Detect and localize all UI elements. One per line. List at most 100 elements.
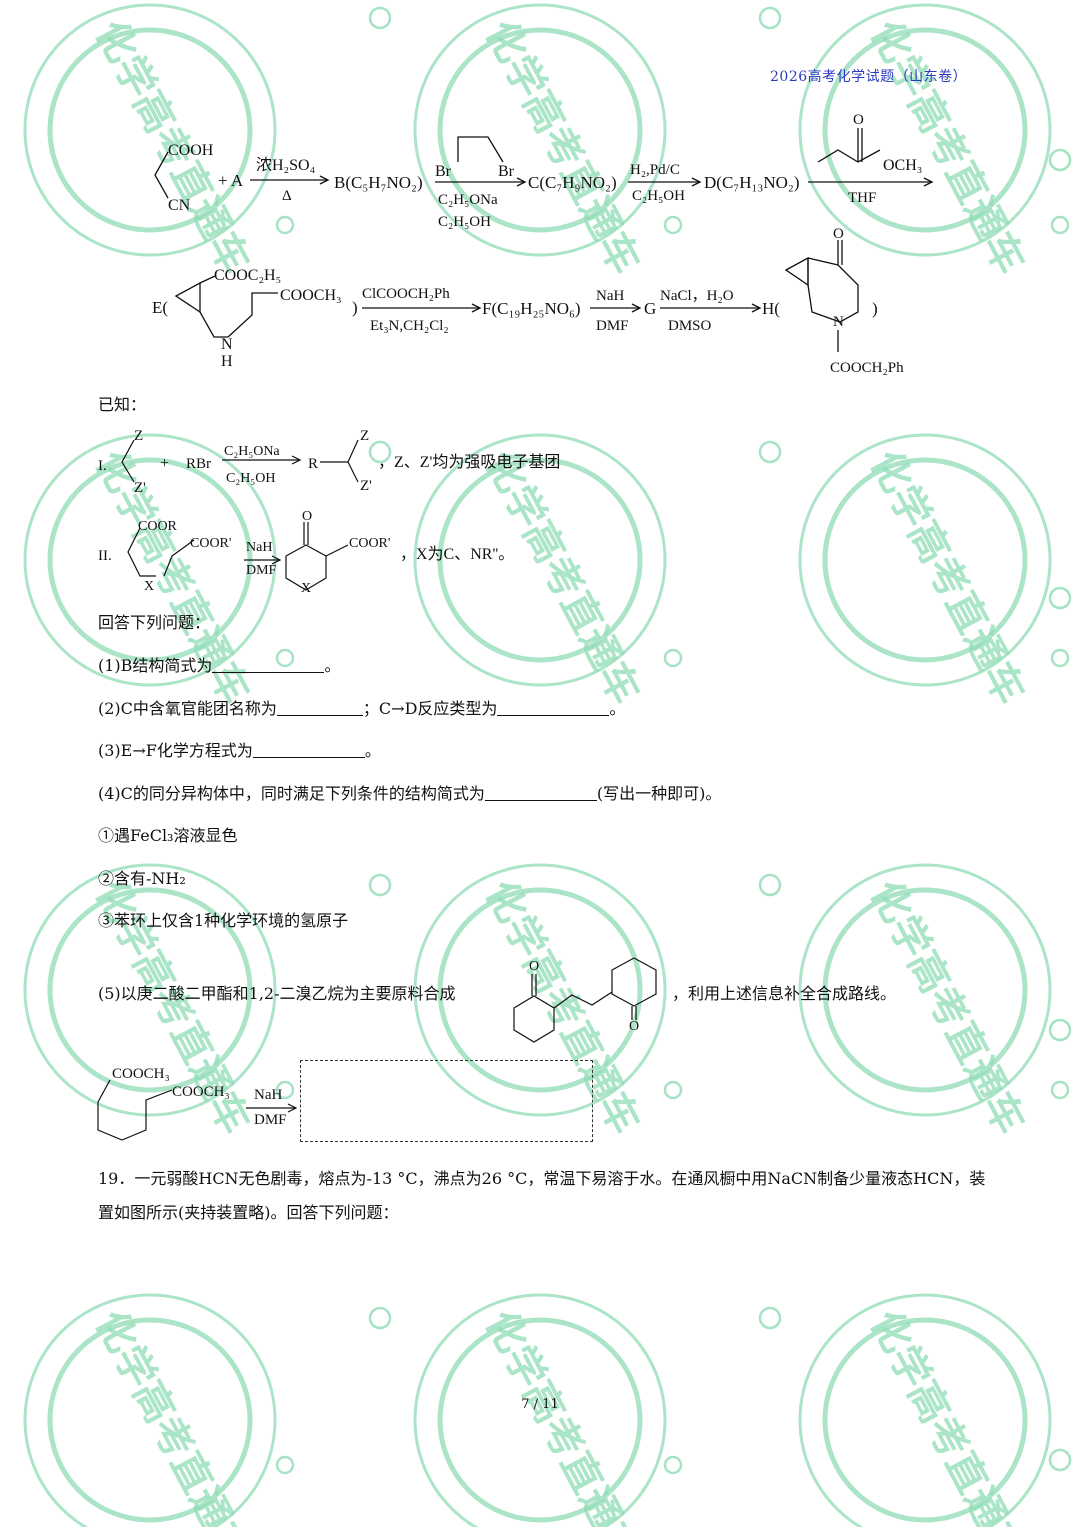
question-2-end: 。 [609,699,626,718]
arrow2-condition-2: C₂H₅OH [438,214,491,230]
known-ii-arrow-top: NaH [246,540,272,555]
question-1: (1)B结构简式为 。 [98,655,340,677]
answer-blank-3[interactable] [252,741,365,758]
arrow6-condition-top: NaH [596,288,624,304]
question-1-text: (1)B结构简式为 [98,656,213,675]
known-i-note: ，Z、Z'均为强吸电子基团 [378,453,560,471]
known-i-rbr: RBr [186,456,211,472]
reactant-cn: CN [168,197,191,214]
watermark-text: 化学高考直通车 [86,1303,258,1527]
question-3-text: (3)E→F化学方程式为 [98,741,253,760]
arrow7-condition-top: NaCl，H₂O [660,288,734,304]
known-ii-x: X [144,579,154,594]
compound-b: B(C₅H₇NO₂) [334,173,423,192]
known-i-arrow-bottom: C₂H₅OH [226,471,275,486]
known-i-r: R [308,456,318,472]
known-ii-product-coor-prime: COOR' [349,536,390,551]
question-2-text: (2)C中含氧官能团名称为 [98,699,277,718]
arrow1-condition-top: 浓H₂SO₄ [256,156,316,174]
watermark-text: 化学高考直通车 [861,1303,1033,1527]
question-3: (3)E→F化学方程式为 。 [98,740,381,762]
compound-h-cbz: COOCH₂Ph [830,360,904,376]
known-ii-label: II. [98,548,112,564]
compound-e-prefix: E( [152,298,168,317]
known-i-product-z: Z [360,428,369,444]
question-3-end: 。 [364,741,381,760]
compound-e-cooch3: COOCH₃ [280,287,342,304]
compound-c: C(C₇H₉NO₂) [528,173,617,192]
q5-start-cooch3-b: COOCH₃ [172,1084,230,1100]
compound-f: F(C₁₉H₂₅NO₆) [482,299,581,318]
compound-e-h: H [221,353,233,370]
q5-start-cooch3-a: COOCH₃ [112,1066,170,1082]
compound-h-oxygen: O [833,226,844,242]
question-1-end: 。 [324,656,341,675]
arrow5-condition-bottom: Et₃N,CH₂Cl₂ [370,318,449,334]
condition-1: ①遇FeCl₃溶液显色 [98,826,238,845]
question-4-end: (写出一种即可)。 [596,784,722,803]
synthesis-route-answer-box[interactable] [300,1060,593,1142]
questions-intro: 回答下列问题： [98,613,211,632]
watermark-text: 化学高考直通车 [476,1303,648,1527]
compound-h-nitrogen: N [833,314,844,330]
exam-title: 2026高考化学试题（山东卷） [770,69,968,85]
known-ii-product-x: X [301,581,311,596]
known-i-z-prime: Z' [134,480,146,496]
known-ii-note: ，X为C、NR''。 [400,545,514,563]
arrow7-condition-bottom: DMSO [668,318,712,334]
compound-h-suffix: ) [872,299,878,318]
compound-e-n: N [221,336,233,353]
compound-e-suffix: ) [352,298,358,317]
known-bonds [121,439,359,591]
question-5-pre: (5)以庚二酸二甲酯和1,2-二溴乙烷为主要原料合成 [98,984,456,1003]
q5-oxygen-2: O [629,1019,639,1034]
question-2: (2)C中含氧官能团名称为 ；C→D反应类型为 。 [98,698,625,720]
q5-arrow-bottom: DMF [254,1112,287,1128]
answer-blank-2a[interactable] [276,699,363,716]
condition-3: ③苯环上仅含1种化学环境的氢原子 [98,911,349,930]
known-i-arrow-top: C₂H₅ONa [224,444,280,459]
known-ii-coor: COOR [138,519,178,534]
q5-arrow-top: NaH [254,1087,282,1103]
known-reactions: I. Z Z' + RBr C₂H₅ONa C₂H₅OH R Z Z' ，Z、Z… [98,428,560,596]
condition-2: ②含有-NH₂ [98,869,186,888]
compound-e-cooc2h5: COOC₂H₅ [214,267,281,284]
known-heading: 已知： [98,395,147,414]
question-5-post: ，利用上述信息补全合成路线。 [672,984,897,1003]
arrow1-condition-bottom: Δ [282,188,292,204]
compound-d: D(C₇H₁₃NO₂) [704,173,799,192]
arrow6-condition-bottom: DMF [596,318,629,334]
question-19: 19．一元弱酸HCN无色剧毒，熔点为-13 °C，沸点为26 °C，常温下易溶于… [98,1169,986,1222]
compound-h-prefix: H( [762,299,780,318]
arrow2-condition-1: C₂H₅ONa [438,192,498,208]
answer-blank-2b[interactable] [497,699,610,716]
q5-oxygen-1: O [529,959,539,974]
compound-g: G [644,299,656,318]
reagent-och3: OCH₃ [883,157,922,174]
answer-blank-4[interactable] [484,784,597,801]
arrow5-condition-top: ClCOOCH₂Ph [362,286,450,302]
known-i-plus: + [160,455,169,472]
arrow3-condition-top: H₂,Pd/C [630,162,680,178]
question-4: (4)C的同分异构体中，同时满足下列条件的结构简式为 (写出一种即可)。 [98,783,721,805]
reagent-br-1: Br [435,163,452,180]
reagent-br-2: Br [498,163,515,180]
question-5-structures: O O COOCH₃ COOCH₃ NaH DMF [97,957,657,1141]
known-i-product-z-prime: Z' [360,478,372,494]
reagent-oxygen: O [853,112,864,128]
arrow3-condition-bottom: C₂H₅OH [632,188,685,204]
answer-blank-1[interactable] [212,656,325,673]
arrow4-condition: THF [848,190,876,206]
question-4-text: (4)C的同分异构体中，同时满足下列条件的结构简式为 [98,784,485,803]
synthesis-scheme: COOH CN + A 浓H₂SO₄ Δ B(C₅H₇NO₂) Br Br C₂… [152,112,934,376]
known-ii-coor-prime: COOR' [190,536,231,551]
known-ii-product-o: O [302,509,312,524]
reactant-cooh: COOH [168,142,214,159]
scheme-bonds [154,128,934,352]
question-2-mid: ；C→D反应类型为 [362,699,498,718]
reagent-a: + A [218,171,244,190]
known-ii-arrow-bottom: DMF [246,563,277,578]
known-i-label: I. [98,458,107,474]
known-i-z: Z [134,428,143,444]
q5-bonds [97,957,657,1141]
